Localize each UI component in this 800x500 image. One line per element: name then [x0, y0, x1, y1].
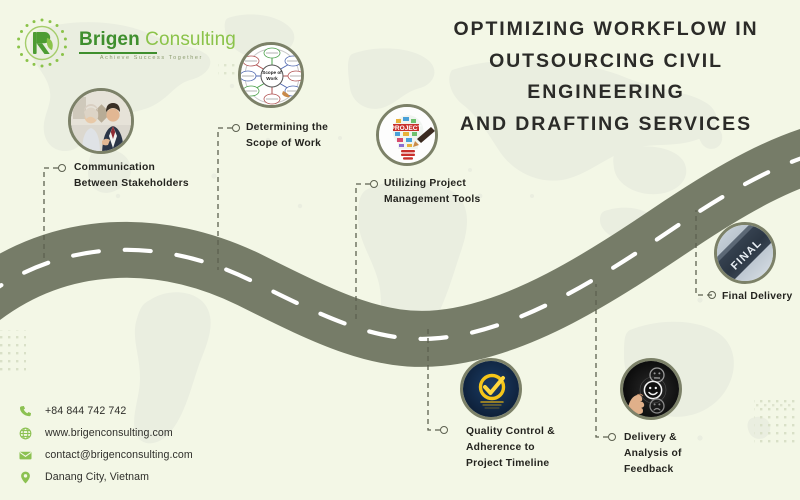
connector-ring-feedback [608, 433, 616, 441]
envelope-icon [18, 449, 33, 462]
svg-text:Work: Work [266, 76, 278, 81]
step-label-quality-control: Quality Control & Adherence to Project T… [466, 426, 555, 469]
connector-ring-final-delivery [708, 291, 716, 299]
step-icon-project-management-tools[interactable]: PROJECT [376, 104, 438, 166]
brand-logo: Brigen Consulting Achieve Success Togeth… [14, 16, 236, 72]
contact-item-website[interactable]: www.brigenconsulting.com [18, 422, 193, 444]
step-label-project-management-tools: Utilizing Project Management Tools [384, 178, 481, 205]
brand-name: Brigen Consulting [79, 30, 236, 49]
connector-ring-scope-of-work [232, 124, 240, 132]
page-title: Optimizing Workflow in Outsourcing Civil… [420, 14, 792, 140]
step-icon-scope-of-work[interactable]: Scope of Work [238, 42, 304, 108]
connector-ring-quality-control [440, 426, 448, 434]
connector-ring-project-management-tools [370, 180, 378, 188]
brand-name-primary: Brigen [79, 28, 140, 50]
step-icon-feedback[interactable] [620, 358, 682, 420]
contact-item-email[interactable]: contact@brigenconsulting.com [18, 444, 193, 466]
step-label-final-delivery: Final Delivery [722, 291, 793, 302]
step-label-scope-of-work: Determining the Scope of Work [246, 122, 329, 149]
contact-item-location[interactable]: Danang City, Vietnam [18, 466, 193, 488]
brigen-leaf-badge-icon [14, 16, 70, 72]
svg-text:Scope of: Scope of [262, 70, 282, 75]
contact-block: +84 844 742 742 www.brigenconsulting.com [18, 400, 193, 488]
step-icon-quality-control[interactable] [460, 358, 522, 420]
contact-email-value: contact@brigenconsulting.com [45, 449, 193, 461]
brand-name-secondary: Consulting [145, 28, 236, 50]
contact-item-phone[interactable]: +84 844 742 742 [18, 400, 193, 422]
connector-ring-communication [58, 164, 66, 172]
brand-tagline: Achieve Success Together [99, 54, 203, 61]
step-icon-final-delivery[interactable]: FINAL [714, 222, 776, 284]
page-title-line-3: and Drafting Services [460, 112, 752, 135]
step-label-communication: Communication Between Stakeholders [74, 162, 189, 189]
logo-divider [79, 51, 157, 54]
svg-text:PROJECT: PROJECT [390, 125, 421, 132]
globe-icon [18, 427, 33, 440]
step-label-feedback: Delivery & Analysis of Feedback [624, 432, 682, 475]
contact-location-value: Danang City, Vietnam [45, 471, 150, 483]
page-title-line-2: Outsourcing Civil Engineering [489, 49, 723, 104]
contact-phone-value: +84 844 742 742 [45, 405, 127, 417]
phone-icon [18, 405, 33, 418]
map-pin-icon [18, 471, 33, 484]
page-title-line-1: Optimizing Workflow in [453, 18, 759, 40]
contact-website-value: www.brigenconsulting.com [45, 427, 173, 439]
step-icon-communication[interactable] [68, 88, 134, 154]
